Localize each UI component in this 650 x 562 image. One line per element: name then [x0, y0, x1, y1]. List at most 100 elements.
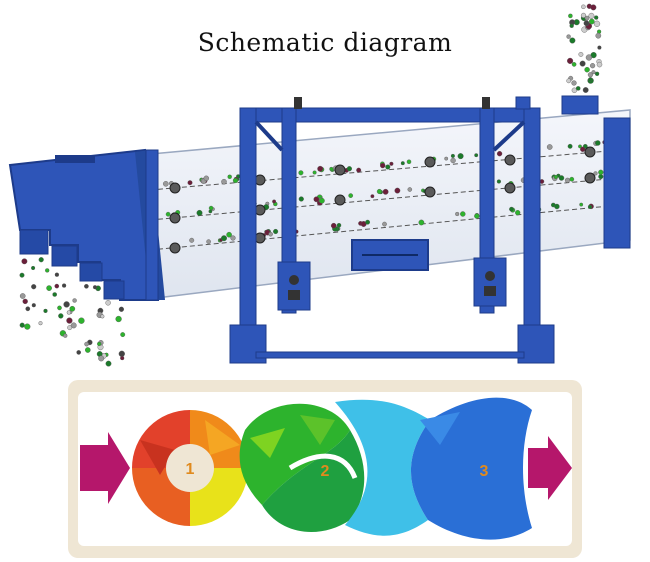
particle	[31, 284, 37, 290]
particle	[385, 164, 391, 170]
particle	[569, 23, 574, 28]
particle	[444, 156, 449, 161]
particle	[208, 209, 213, 214]
particle	[567, 57, 574, 64]
particle	[580, 146, 586, 152]
particle	[24, 323, 31, 330]
particle	[567, 143, 573, 149]
particle	[92, 285, 98, 290]
particle	[509, 206, 514, 212]
roller	[504, 154, 516, 166]
particle	[100, 314, 105, 319]
particle	[221, 178, 227, 185]
particle	[163, 181, 169, 187]
particle	[312, 170, 317, 175]
particle	[317, 165, 324, 172]
particle	[206, 239, 211, 244]
zone-1-label: 1	[186, 461, 195, 478]
particle	[569, 37, 576, 44]
particle	[57, 305, 62, 311]
particle	[69, 305, 76, 312]
particle	[597, 45, 602, 50]
particle	[588, 77, 593, 82]
zone-1-hub	[166, 444, 214, 492]
particle	[593, 20, 601, 27]
discharge-hopper	[8, 148, 165, 301]
particle	[336, 223, 342, 228]
particle	[298, 196, 304, 202]
particle	[227, 174, 232, 179]
particle	[389, 161, 394, 166]
particle	[115, 315, 122, 323]
particle	[587, 72, 593, 78]
particle	[406, 159, 412, 165]
particle	[376, 188, 382, 195]
particle	[585, 54, 593, 61]
particle	[496, 179, 501, 184]
roller	[584, 172, 596, 184]
particle	[584, 66, 590, 73]
particle	[566, 34, 571, 39]
particle	[313, 196, 320, 203]
particle	[76, 350, 81, 355]
zone-3: 3	[335, 397, 532, 540]
particle	[203, 175, 209, 181]
particle	[78, 317, 85, 324]
particle	[474, 153, 479, 158]
particle	[598, 174, 604, 180]
particle	[571, 80, 577, 86]
particle	[356, 167, 362, 173]
particle	[588, 12, 595, 19]
feed-inlet	[145, 95, 631, 301]
particle	[66, 310, 72, 315]
deck-rollers	[169, 146, 596, 254]
particle	[382, 221, 387, 227]
particle	[568, 13, 573, 19]
roller	[169, 242, 181, 254]
particle	[63, 301, 70, 308]
zone-2: 2	[239, 403, 365, 532]
particle	[554, 203, 560, 210]
particle	[594, 71, 600, 76]
roller	[584, 146, 596, 158]
particle	[579, 60, 586, 67]
roller	[424, 156, 436, 168]
particle	[590, 63, 596, 69]
particle	[22, 298, 28, 305]
particle	[298, 170, 304, 176]
particle	[319, 197, 325, 204]
particle	[187, 180, 193, 186]
particle	[38, 257, 44, 263]
particle	[553, 174, 558, 180]
particle	[571, 87, 578, 94]
particle	[118, 306, 124, 312]
particle	[546, 144, 553, 150]
particle	[268, 231, 273, 237]
particle	[54, 272, 60, 277]
particle	[221, 235, 227, 242]
particle	[70, 322, 77, 329]
particle	[19, 322, 25, 328]
inspection-plate	[351, 239, 429, 271]
particle	[38, 321, 43, 326]
particle	[63, 333, 68, 338]
particle	[460, 211, 466, 217]
roller	[334, 194, 346, 206]
particle	[578, 51, 584, 57]
particle	[226, 231, 232, 238]
particle	[273, 228, 279, 235]
particle	[21, 258, 28, 265]
particle	[230, 235, 236, 241]
roller	[169, 182, 181, 194]
particle	[52, 292, 57, 297]
roller	[169, 212, 181, 224]
particle	[569, 176, 575, 182]
roller	[334, 164, 346, 176]
support-frame	[229, 96, 555, 364]
particle	[580, 12, 587, 18]
particle	[400, 161, 405, 166]
particle	[365, 219, 370, 225]
particle	[105, 360, 112, 367]
particle	[474, 213, 480, 219]
